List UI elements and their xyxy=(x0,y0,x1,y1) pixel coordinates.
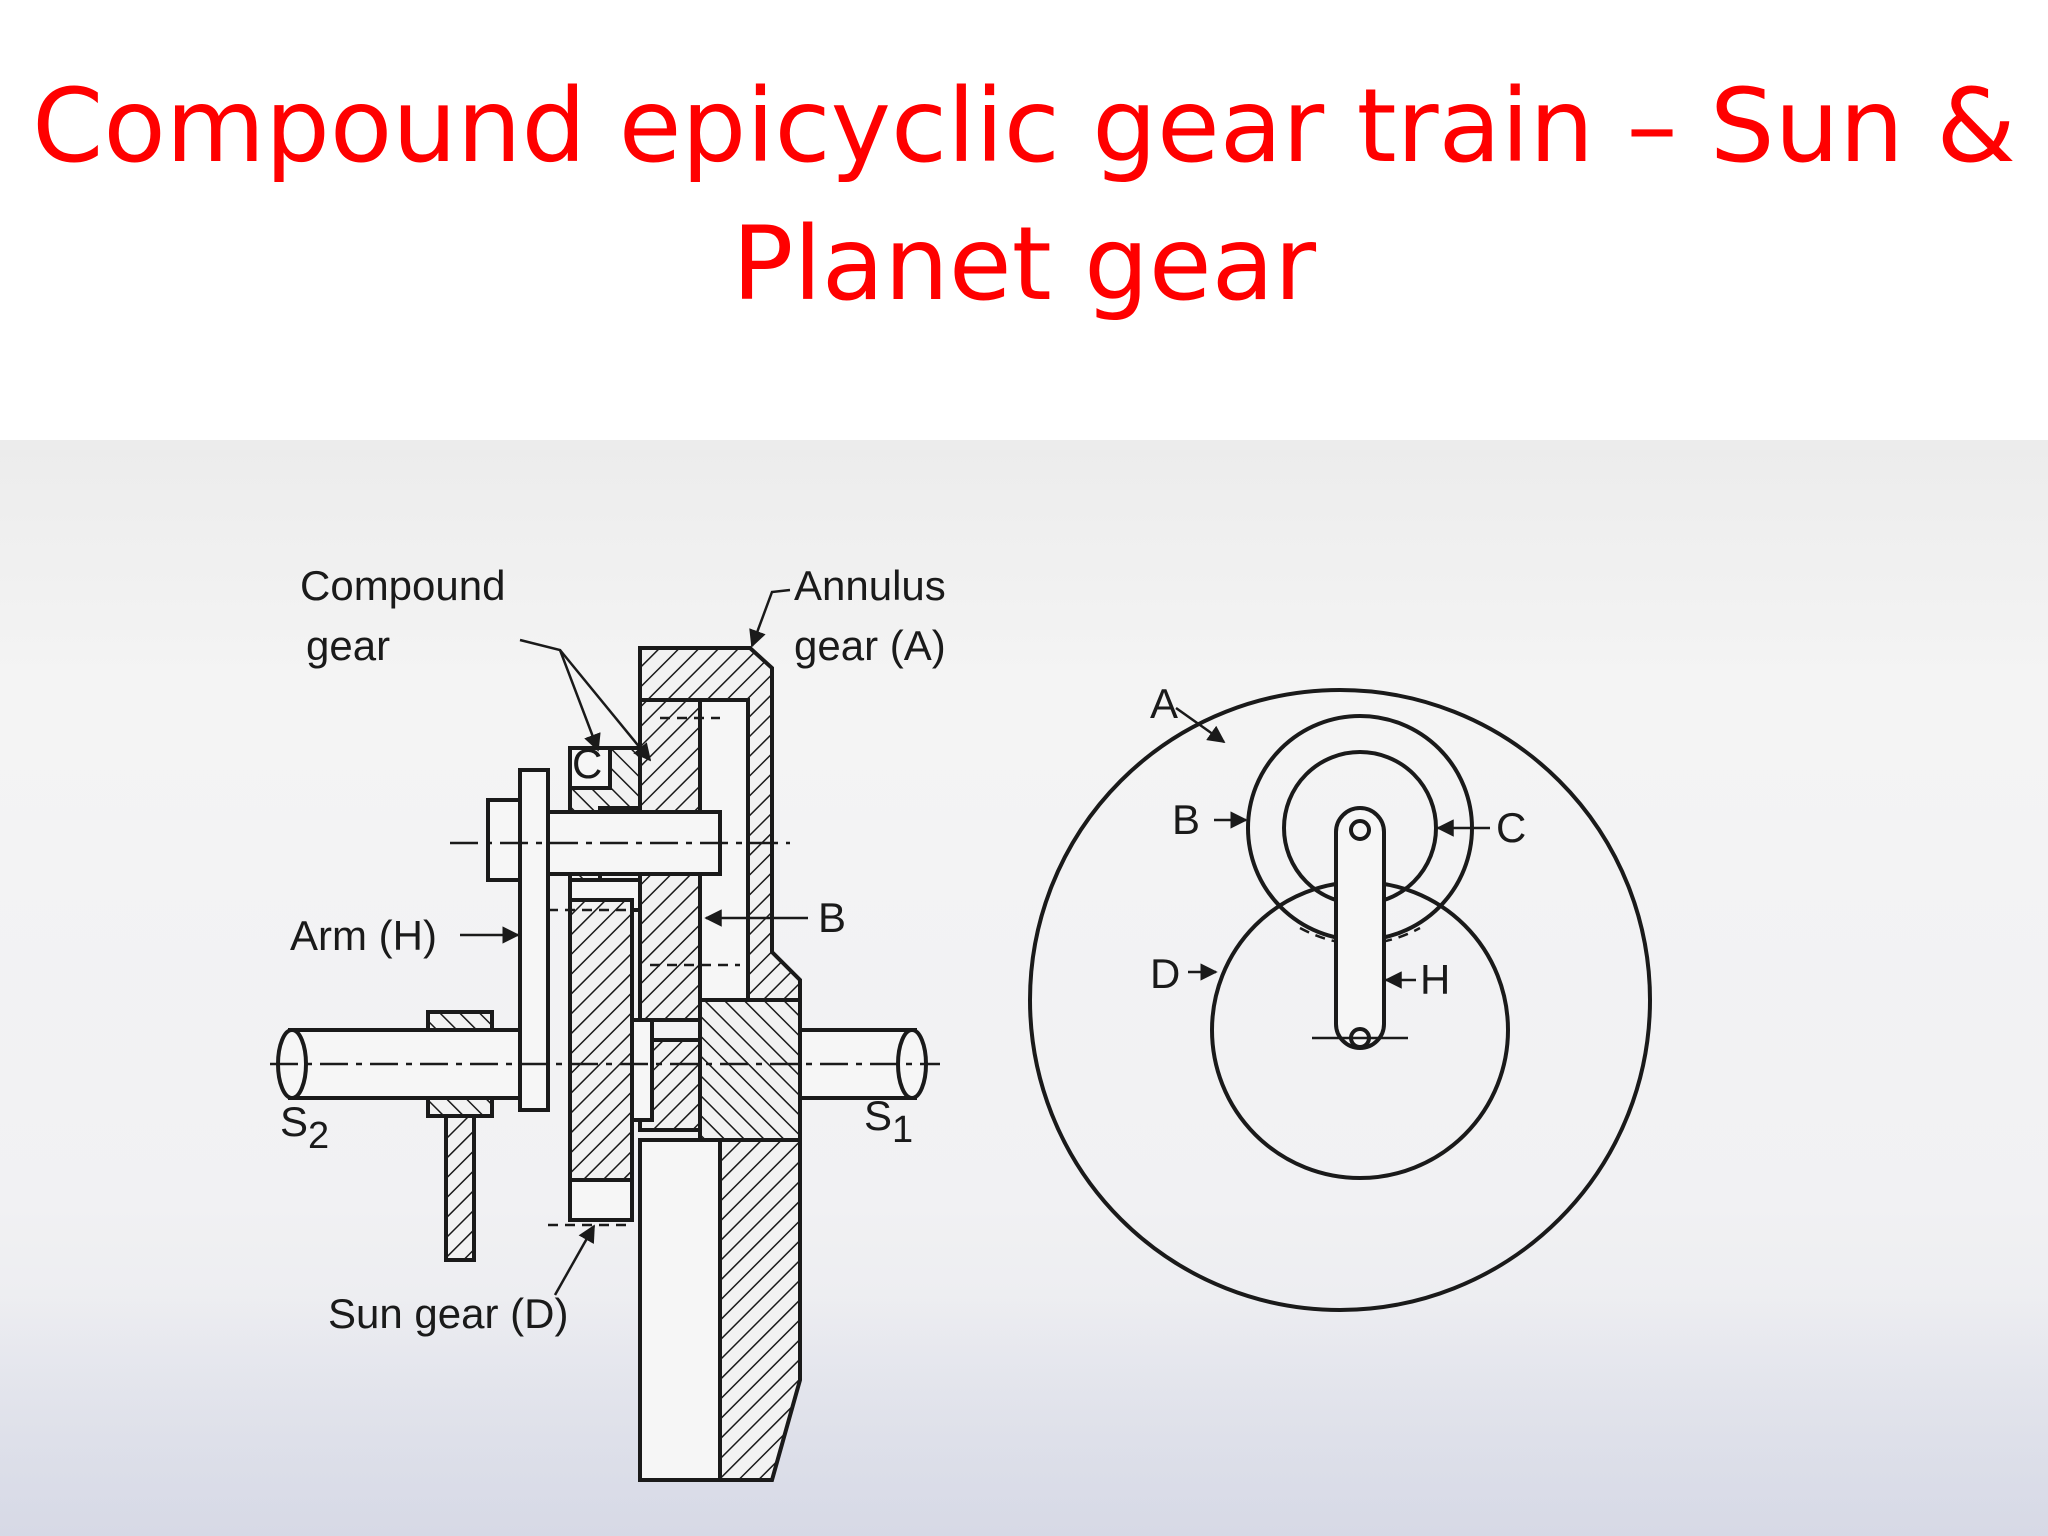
label-d-end: D xyxy=(1150,950,1180,997)
sun-gear-d xyxy=(568,898,634,1222)
arm-pivot-top xyxy=(1349,819,1371,841)
annulus-rim-lower xyxy=(638,1138,722,1482)
s2-bracket xyxy=(444,1114,476,1262)
leader-sun xyxy=(553,1224,596,1296)
label-sun-gear-d: Sun gear (D) xyxy=(328,1290,568,1337)
arm-slot-h xyxy=(1334,806,1386,1050)
leader-compound xyxy=(519,638,601,752)
leader-a xyxy=(1175,706,1226,744)
section-view: Compound gear Annulus gear (A) C B Arm (… xyxy=(270,562,946,1482)
scanned-figure-shadow xyxy=(0,1300,2048,1536)
label-s1: S1 xyxy=(864,1092,913,1151)
annulus-circle-a xyxy=(1028,688,1652,1312)
label-b-end: B xyxy=(1172,796,1200,843)
pin-nut xyxy=(486,798,522,882)
label-arm-h: Arm (H) xyxy=(290,912,437,959)
label-compound-gear: gear xyxy=(306,622,390,669)
end-view: A B C D H xyxy=(1028,680,1652,1312)
slide-title-line-2: Planet gear xyxy=(731,205,1317,324)
mesh-dashed-arc xyxy=(1299,926,1421,946)
slide-title-line-1: Compound epicyclic gear train – Sun & xyxy=(32,67,2016,186)
annulus-hub xyxy=(698,998,802,1142)
arm-h xyxy=(518,768,550,1112)
label-annulus: Annulus xyxy=(794,562,946,609)
label-a-end: A xyxy=(1150,680,1178,727)
label-c-section: C xyxy=(572,740,602,787)
leader-annulus xyxy=(749,588,791,648)
sun-gear-tooth-d xyxy=(568,1178,634,1222)
label-s2: S2 xyxy=(280,1098,329,1157)
slide-title: Compound epicyclic gear train – Sun & Pl… xyxy=(0,58,2048,334)
leader-compound-2 xyxy=(559,649,652,762)
label-c-end: C xyxy=(1496,804,1526,851)
label-b-section: B xyxy=(818,894,846,941)
label-h-end: H xyxy=(1420,956,1450,1003)
sun-hub xyxy=(630,1018,654,1122)
label-annulus-gear-a: gear (A) xyxy=(794,622,946,669)
label-compound: Compound xyxy=(300,562,505,609)
